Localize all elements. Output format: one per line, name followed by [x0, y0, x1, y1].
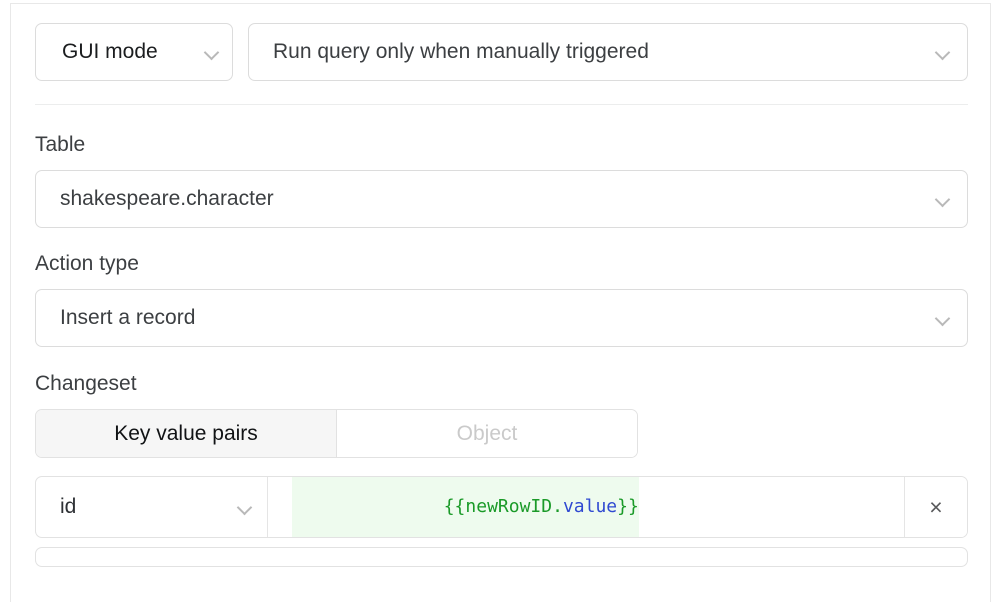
changeset-rows: id {{newRowID.value}} × [35, 476, 968, 567]
action-type-select[interactable]: Insert a record [35, 289, 968, 347]
query-editor-panel: GUI mode Run query only when manually tr… [10, 3, 991, 602]
trigger-mode-value: Run query only when manually triggered [273, 40, 649, 63]
tab-object[interactable]: Object [337, 410, 637, 457]
chevron-down-icon [935, 310, 951, 326]
tab-key-value-pairs[interactable]: Key value pairs [36, 410, 337, 457]
gui-mode-value: GUI mode [62, 40, 158, 63]
trigger-mode-select[interactable]: Run query only when manually triggered [248, 23, 968, 81]
chevron-down-icon [935, 191, 951, 207]
gui-mode-select[interactable]: GUI mode [35, 23, 233, 81]
code-token-close: }} [617, 495, 639, 517]
changeset-mode-tabs: Key value pairs Object [35, 409, 638, 458]
changeset-row[interactable] [35, 547, 968, 567]
changeset-field-label: Changeset [35, 372, 137, 395]
changeset-row: id {{newRowID.value}} × [35, 476, 968, 538]
changeset-value-input[interactable]: {{newRowID.value}} [268, 477, 905, 537]
action-type-field-group: Action type Insert a record [35, 252, 968, 347]
code-token-property: value [562, 495, 618, 517]
action-type-field-label: Action type [35, 252, 139, 275]
chevron-down-icon [237, 499, 253, 515]
changeset-value-code: {{newRowID.value}} [292, 477, 639, 537]
query-mode-row: GUI mode Run query only when manually tr… [35, 4, 968, 81]
changeset-row-remove-button[interactable]: × [905, 477, 967, 537]
table-select-value: shakespeare.character [60, 187, 274, 210]
panel-content: GUI mode Run query only when manually tr… [35, 4, 968, 567]
changeset-field-group: Changeset Key value pairs Object id {{ne… [35, 372, 968, 567]
table-select[interactable]: shakespeare.character [35, 170, 968, 228]
table-field-group: Table shakespeare.character [35, 133, 968, 228]
code-token-open: {{newRowID. [443, 495, 563, 517]
changeset-key-value: id [60, 495, 77, 518]
changeset-key-select[interactable]: id [36, 477, 268, 537]
close-icon: × [929, 493, 943, 520]
chevron-down-icon [204, 44, 220, 60]
action-type-select-value: Insert a record [60, 306, 196, 329]
section-divider [35, 104, 968, 105]
table-field-label: Table [35, 133, 86, 156]
chevron-down-icon [935, 44, 951, 60]
